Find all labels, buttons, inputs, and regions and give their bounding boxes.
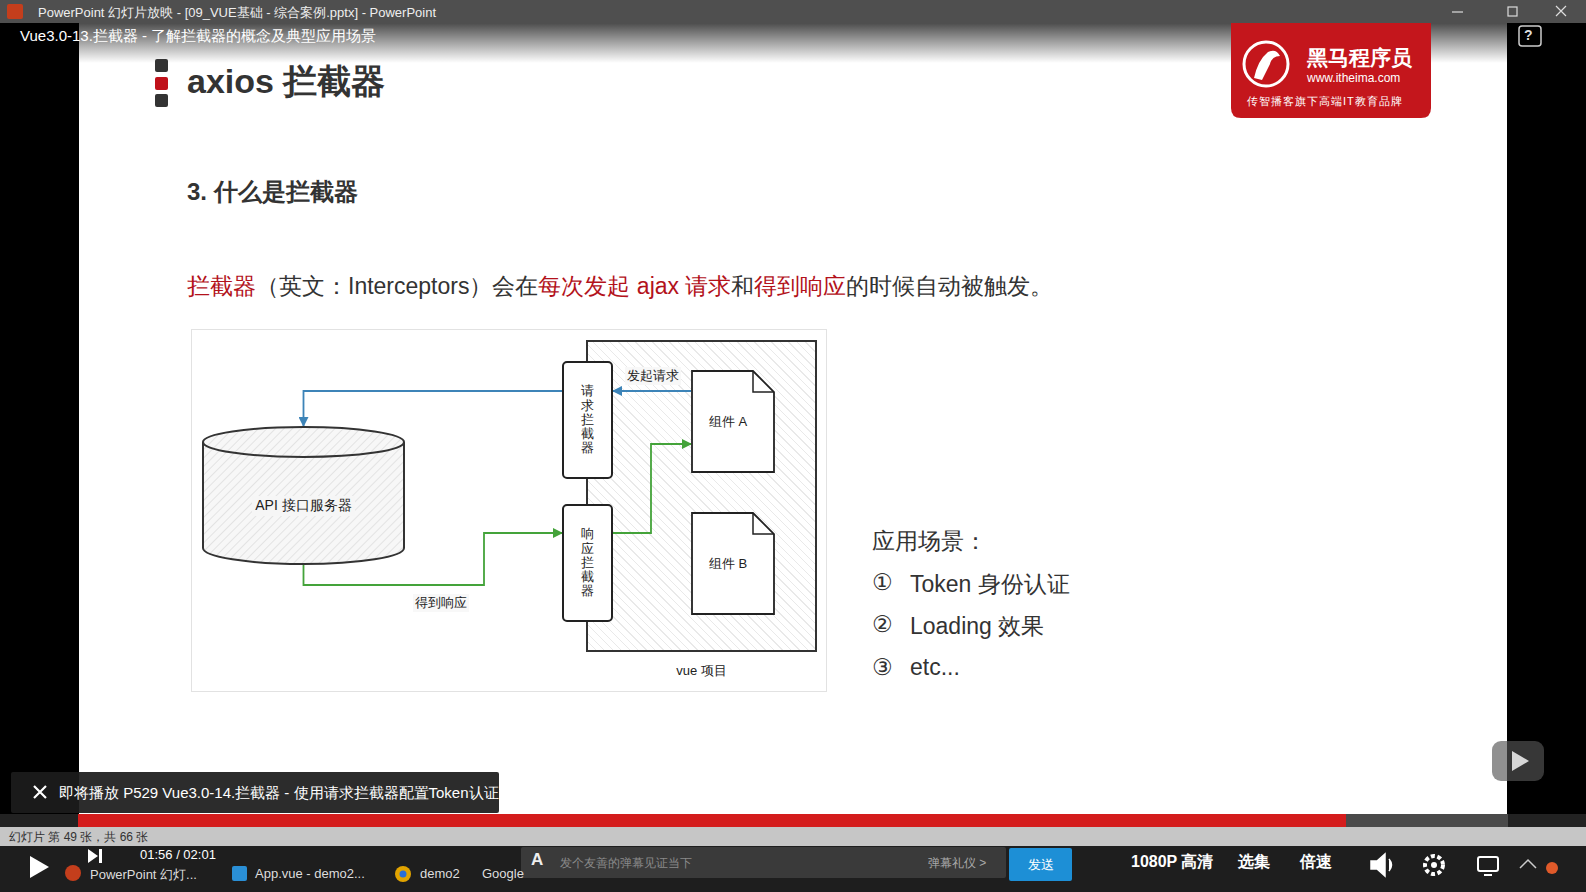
taskbar-item: Google: [482, 866, 524, 881]
edge-label: 得到响应: [413, 594, 469, 612]
window-title-bar: [0, 0, 1586, 23]
list-item: Token 身份认证: [910, 569, 1070, 600]
screen-icon-stand: [1484, 874, 1492, 876]
taskbar-item: PowerPoint 幻灯...: [90, 866, 197, 884]
cylinder-top: [203, 427, 404, 457]
taskbar-item: demo2: [420, 866, 460, 881]
danmaku-style-icon: A: [531, 850, 543, 870]
danmaku-etiquette: 弹幕礼仪 >: [928, 855, 986, 872]
edge-label: 发起请求: [625, 367, 681, 385]
send-button: 发送: [1009, 848, 1072, 881]
settings-icon-core: [1431, 862, 1437, 868]
list-heading: 应用场景：: [872, 526, 987, 557]
next-video-notice: 即将播放 P529 Vue3.0-14.拦截器 - 使用请求拦截器配置Token…: [59, 784, 499, 803]
node-label: 组件 B: [709, 555, 747, 573]
control-bar: [0, 846, 1586, 892]
list-number: ①: [872, 569, 893, 596]
node-label: API 接口服务器: [252, 496, 354, 516]
taskbar-app-icon: [400, 871, 407, 878]
component-document: 组件 A: [691, 370, 775, 473]
help-mark: ?: [1524, 27, 1533, 43]
cylinder-body: [203, 442, 404, 564]
volume-icon: [1371, 854, 1392, 876]
slide-counter: 幻灯片 第 49 张，共 66 张: [9, 829, 148, 846]
brand-slogan: 传智播客旗下高端IT教育品牌: [1247, 94, 1403, 109]
request-interceptor: 请求拦截器: [562, 361, 613, 479]
brand-url: www.itheima.com: [1307, 71, 1400, 85]
next-icon: [88, 849, 98, 863]
list-number: ②: [872, 611, 893, 638]
section-heading: 3. 什么是拦截器: [187, 176, 358, 208]
list-number: ③: [872, 654, 893, 681]
settings-icon: [1425, 856, 1443, 874]
app-icon: [7, 4, 23, 19]
logo-badge: [1231, 23, 1431, 118]
body-text: 的时候自动被触发。: [846, 273, 1053, 299]
close-icon: [1556, 6, 1566, 16]
danmaku-input: [521, 847, 1006, 878]
node-label: 响应拦截器: [581, 527, 594, 598]
progress-played: [78, 814, 1346, 827]
help-icon: [1519, 26, 1541, 46]
close-x-icon: [34, 786, 46, 798]
taskbar-app-icon: [395, 866, 411, 882]
node-label: vue 项目: [676, 662, 727, 680]
tray-icon: [1546, 862, 1558, 874]
progress-rest: [1346, 814, 1508, 827]
document-fold: [753, 513, 774, 534]
list-item: Loading 效果: [910, 611, 1044, 642]
progress-track: [0, 814, 1586, 827]
next-video-panel: [11, 772, 499, 813]
slide-title: axios 拦截器: [187, 59, 385, 105]
slide-background: [79, 23, 1507, 815]
component-document: 组件 B: [691, 512, 775, 615]
node-label: 请求拦截器: [581, 384, 594, 455]
body-text: 和: [731, 273, 754, 299]
api-server-cylinder: API 接口服务器: [201, 426, 406, 564]
body-text: （英文：Interceptors）会在: [256, 273, 538, 299]
speed-button: 倍速: [1300, 852, 1332, 873]
logo-emblem: [1244, 42, 1288, 86]
title-bullet: [155, 59, 168, 72]
status-bar: [0, 827, 1586, 846]
taskbar-item: App.vue - demo2...: [255, 866, 365, 881]
floating-play-icon: [1512, 751, 1529, 771]
screen-icon: [1478, 857, 1498, 871]
tray-icons: [1520, 860, 1536, 868]
cylinder-outline: [201, 426, 406, 564]
list-item: etc...: [910, 654, 960, 681]
taskbar-app-icon: [65, 865, 81, 881]
window-title: PowerPoint 幻灯片放映 - [09_VUE基础 - 综合案例.pptx…: [38, 4, 436, 22]
document-body: [692, 513, 774, 614]
title-bullet: [155, 94, 168, 107]
highlight-text: 得到响应: [754, 273, 846, 299]
next-icon-bar: [99, 849, 102, 863]
play-icon: [30, 856, 49, 878]
highlight-text: 每次发起 ajax 请求: [538, 273, 731, 299]
video-title: Vue3.0-13.拦截器 - 了解拦截器的概念及典型应用场景: [20, 27, 376, 46]
diagram-frame: API 接口服务器 vue 项目 请求拦截器响应拦截器 组件 A 组件 B 发起请求得到响…: [191, 329, 827, 692]
document-body: [692, 371, 774, 472]
highlight-text: 拦截器: [187, 273, 256, 299]
title-bullet: [155, 77, 168, 90]
playback-time: 01:56 / 02:01: [140, 847, 216, 862]
danmaku-placeholder: 发个友善的弹幕见证当下: [560, 855, 692, 872]
response-interceptor: 响应拦截器: [562, 504, 613, 622]
node-label: 组件 A: [709, 413, 747, 431]
connector-arrow: [613, 390, 691, 392]
brand-name: 黑马程序员: [1307, 44, 1412, 72]
logo-horse: [1254, 51, 1280, 80]
intro-sentence: 拦截器（英文：Interceptors）会在每次发起 ajax 请求和得到响应的…: [187, 271, 1053, 302]
vue-project-box: vue 项目请求拦截器响应拦截器组件 A组件 B: [586, 340, 817, 652]
floating-tv-icon: [1492, 741, 1544, 781]
document-fold: [753, 371, 774, 392]
minimize-icon: [1452, 11, 1463, 12]
taskbar-app-icon: [232, 866, 247, 881]
connector-arrow: [304, 391, 563, 426]
quality-button: 1080P 高清: [1131, 852, 1213, 873]
restore-icon: [1508, 7, 1517, 16]
episode-button: 选集: [1238, 852, 1270, 873]
